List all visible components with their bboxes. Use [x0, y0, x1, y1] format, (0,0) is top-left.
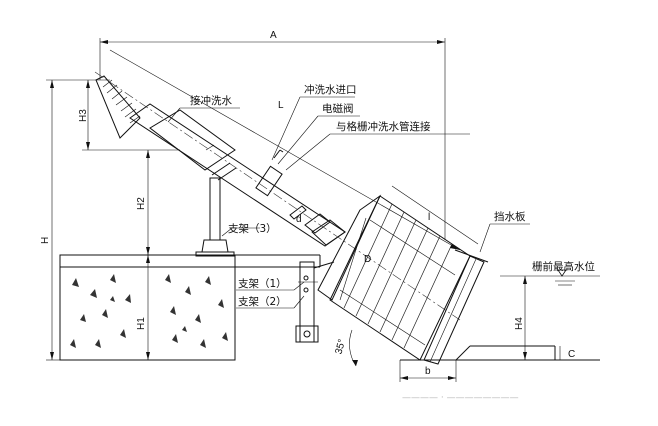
concrete-speckle — [70, 274, 228, 348]
dimension-D: D — [339, 217, 371, 301]
label-bracket-3: 支架（3） — [228, 223, 277, 235]
dim-h1-label: H1 — [136, 317, 147, 330]
dimension-b: b — [399, 360, 457, 382]
dimension-h3: H3 — [78, 80, 180, 151]
concrete-platform — [59, 254, 321, 361]
label-bracket-1: 支架（1） — [238, 278, 287, 290]
dim-h4-label: H4 — [514, 317, 525, 330]
label-solenoid-valve: 电磁阀 — [322, 102, 354, 115]
drum-hatching — [343, 203, 453, 349]
dimension-a: A — [99, 30, 446, 240]
leader-lines — [167, 96, 530, 309]
bracket-1-2 — [295, 261, 335, 343]
dimension-c: C — [559, 346, 575, 360]
dimension-L: L — [109, 49, 461, 251]
dim-h3-label: H3 — [78, 109, 89, 122]
dim-c-label: C — [568, 349, 575, 360]
dim-l-label: l — [428, 212, 430, 223]
dim-angle-label: 35° — [334, 338, 349, 355]
label-flush-water-inlet: 冲洗水进口 — [304, 83, 357, 96]
label-connect-grid-flush-pipe: 与格栅冲洗水管连接 — [336, 120, 431, 133]
dim-L-label: L — [278, 100, 284, 111]
channel-floor — [400, 269, 600, 361]
angle-35: 35° — [334, 329, 358, 367]
dimension-h2: H2 — [136, 150, 150, 255]
label-bracket-2: 支架（2） — [238, 296, 287, 308]
flush-valve — [255, 149, 284, 197]
dim-h2-label: H2 — [136, 197, 147, 210]
dim-b-label: b — [425, 366, 431, 377]
screw-conveyor — [94, 71, 461, 321]
dimension-h4: H4 — [514, 276, 527, 360]
dimension-d: d — [296, 214, 302, 225]
dim-h-label: H — [40, 237, 51, 244]
dimension-h: H — [40, 79, 110, 361]
dimension-h1: H1 — [136, 255, 150, 360]
dimension-l: l — [391, 185, 479, 245]
screen-drum — [317, 194, 489, 365]
dim-a-label: A — [270, 30, 277, 41]
bracket-3 — [195, 162, 237, 257]
label-baffle-plate: 挡水板 — [494, 210, 526, 223]
watermark-text: ———— · ———————— — [402, 393, 519, 403]
label-connect-flush-water: 接冲洗水 — [190, 94, 232, 107]
dim-d-label: d — [296, 214, 302, 225]
label-max-water-level: 栅前最高水位 — [532, 260, 595, 273]
dim-D-label: D — [364, 254, 371, 265]
